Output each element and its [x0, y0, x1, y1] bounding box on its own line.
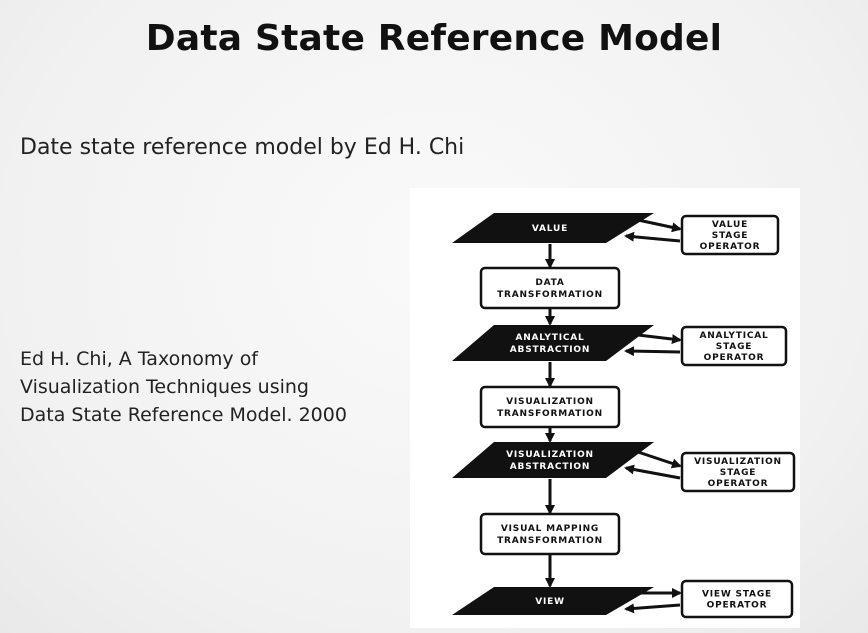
operator-label-line-1: ANALYTICAL	[699, 331, 768, 341]
operator-box	[680, 579, 794, 619]
state-shape	[452, 213, 654, 243]
slide-title: Data State Reference Model	[145, 18, 723, 59]
state-label-line-2: ABSTRACTION	[510, 462, 590, 472]
state-shape	[452, 587, 654, 615]
citation-line-2: Visualization Techniques using	[20, 376, 309, 398]
operator-out-arrow	[637, 333, 682, 345]
citation-line-1: Ed H. Chi, A Taxonomy of	[20, 348, 259, 370]
operator-label-line-1: VALUE	[712, 220, 748, 230]
transformation-label-line-1: VISUALIZATION	[506, 397, 594, 407]
state-label-line-1: VALUE	[532, 224, 568, 234]
operator-label-line-3: OPERATOR	[700, 242, 761, 252]
state-label-line-1: VIEW	[535, 597, 565, 607]
operator-box	[680, 325, 788, 367]
operator-label-line-3: OPERATOR	[704, 353, 765, 363]
transformation-label-line-2: TRANSFORMATION	[497, 290, 603, 300]
operator-in-arrow	[624, 464, 681, 480]
state-shape	[452, 442, 654, 478]
transformation-label-line-1: DATA	[535, 278, 564, 288]
transformation-box	[479, 385, 621, 429]
operator-in-arrow	[624, 346, 681, 357]
operator-out-arrow	[637, 218, 682, 233]
state-label-line-1: VISUALIZATION	[506, 450, 594, 460]
operator-out-arrow	[637, 450, 682, 469]
state-shape	[452, 325, 654, 361]
data-state-diagram: VALUE ANALYTICAL ABSTRACTION VISUALIZATION A…	[452, 213, 796, 619]
slide-subtitle: Date state reference model by Ed H. Chi	[20, 135, 465, 160]
state-label-line-1: ANALYTICAL	[515, 333, 584, 343]
state-label-line-2: ABSTRACTION	[510, 345, 590, 355]
operator-label-line-2: STAGE	[720, 468, 756, 478]
operator-label-line-1: VISUALIZATION	[694, 457, 782, 467]
operator-label-line-2: OPERATOR	[707, 601, 768, 611]
operator-box	[680, 451, 796, 493]
operator-label-line-2: STAGE	[712, 231, 748, 241]
operator-label-line-2: STAGE	[716, 342, 752, 352]
data-state-diagram-figure: VALUE ANALYTICAL ABSTRACTION VISUALIZATION A…	[410, 188, 800, 628]
citation-line-3: Data State Reference Model. 2000	[20, 404, 347, 426]
operator-in-arrow	[624, 603, 681, 614]
operator-label-line-1: VIEW STAGE	[702, 590, 772, 600]
transformation-label-line-1: VISUAL MAPPING	[501, 524, 599, 534]
operator-box	[680, 214, 780, 256]
transformation-label-line-2: TRANSFORMATION	[497, 409, 603, 419]
transformation-box	[479, 512, 621, 556]
citation: Ed H. Chi, A Taxonomy of Visualization T…	[20, 345, 400, 429]
transformation-box	[479, 266, 621, 310]
operator-in-arrow	[624, 231, 681, 243]
operator-label-line-3: OPERATOR	[708, 479, 769, 489]
transformation-label-line-2: TRANSFORMATION	[497, 536, 603, 546]
